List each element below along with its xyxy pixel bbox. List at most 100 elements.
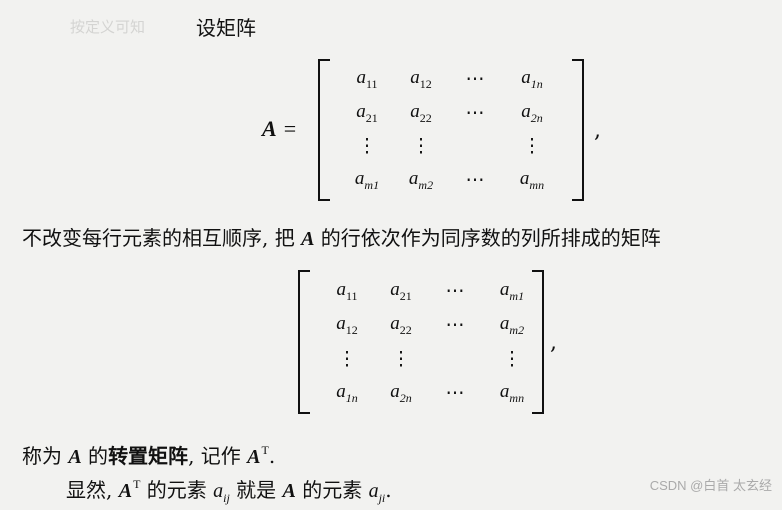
middle-sentence: 不改变每行元素的相互顺序, 把 A 的行依次作为同序数的列所排成的矩阵: [22, 226, 661, 251]
entry-base: a: [336, 380, 346, 402]
aji-sub: ji: [378, 491, 386, 505]
ellipsis: ⋯: [465, 169, 485, 191]
matrix-entry: a11: [356, 67, 377, 92]
matrix-entry: ⋮: [412, 135, 431, 158]
ellipsis: ⋯: [445, 280, 465, 302]
middle-sentence-part2: 的行依次作为同序数的列所排成的矩阵: [314, 226, 661, 250]
obvious-t-superscript: T: [133, 477, 141, 491]
obvious-a: A: [282, 480, 296, 502]
csdn-watermark: CSDN @白首 太玄经: [649, 478, 772, 493]
called-line: 称为 A 的转置矩阵, 记作 AT.: [22, 438, 275, 469]
left-bracket: [298, 270, 310, 414]
entry-base: a: [390, 278, 400, 300]
right-bracket: [532, 270, 544, 414]
entry-base: a: [519, 167, 530, 189]
matrix-entry: a12: [336, 313, 358, 338]
entry-base: a: [521, 100, 531, 122]
entry-subscript: 22: [419, 110, 432, 125]
entry-subscript: 2n: [399, 390, 412, 405]
matrix-entry: am1: [500, 279, 524, 304]
ellipsis: ⋯: [465, 102, 485, 124]
entry-base: a: [356, 100, 366, 122]
entry-subscript: 12: [345, 322, 358, 337]
entry-subscript: 2n: [530, 110, 543, 125]
matrix-a-name: A: [262, 116, 277, 141]
entry-subscript: m1: [364, 177, 380, 192]
called-part3: , 记作: [188, 444, 248, 468]
matrix-entry: a22: [410, 101, 432, 126]
matrix-entry: a2n: [390, 381, 412, 406]
obvious-line: 显然, AT 的元素 aij 就是 A 的元素 aji.: [66, 472, 392, 510]
matrix-entry: a21: [390, 279, 412, 304]
matrix-entry: ⋯: [466, 102, 485, 125]
equals-sign: =: [283, 116, 297, 141]
matrix-entry: a12: [410, 67, 432, 92]
aij-sub: ij: [223, 491, 230, 505]
entry-base: a: [390, 312, 400, 334]
middle-sentence-a: A: [301, 228, 315, 250]
matrix-entry: amn: [500, 381, 524, 406]
entry-base: a: [390, 380, 400, 402]
entry-subscript: 22: [399, 322, 412, 337]
matrix-entry: a22: [390, 313, 412, 338]
called-end: .: [268, 444, 276, 468]
matrix-at-comma: ,: [550, 330, 557, 355]
entry-subscript: 11: [365, 77, 378, 92]
matrix-entry: a1n: [336, 381, 358, 406]
matrix-entry: ⋮: [503, 348, 522, 371]
entry-subscript: m2: [418, 177, 434, 192]
called-a: A: [68, 446, 82, 468]
ellipsis: ⋮: [337, 348, 357, 370]
ellipsis: ⋮: [522, 136, 542, 158]
called-part1: 称为: [22, 444, 69, 468]
ellipsis: ⋯: [445, 382, 465, 404]
entry-subscript: mn: [509, 390, 525, 405]
entry-subscript: m2: [509, 322, 525, 337]
matrix-a-label: A =: [262, 116, 296, 142]
entry-subscript: 21: [365, 110, 378, 125]
matrix-entry: am2: [409, 168, 433, 193]
entry-subscript: m1: [509, 288, 525, 303]
middle-sentence-part1: 不改变每行元素的相互顺序, 把: [22, 226, 302, 250]
entry-subscript: mn: [529, 177, 545, 192]
entry-base: a: [354, 167, 365, 189]
ellipsis: ⋮: [411, 136, 431, 158]
entry-base: a: [499, 380, 510, 402]
obvious-part2: 的元素: [140, 478, 214, 502]
matrix-entry: a2n: [521, 101, 543, 126]
entry-subscript: 11: [345, 288, 358, 303]
obvious-part4: 的元素: [295, 478, 369, 502]
entry-base: a: [410, 67, 420, 89]
entry-base: a: [410, 100, 420, 122]
matrix-entry: a1n: [521, 67, 543, 92]
called-t-superscript: T: [261, 443, 269, 457]
entry-subscript: 21: [399, 288, 412, 303]
left-bracket: [318, 59, 330, 201]
entry-subscript: 1n: [530, 77, 543, 92]
transpose-term: 转置矩阵: [108, 444, 189, 468]
matrix-entry: ⋯: [466, 68, 485, 91]
ellipsis: ⋮: [391, 348, 411, 370]
obvious-at: A: [118, 480, 133, 502]
matrix-entry: ⋯: [446, 280, 465, 303]
entry-base: a: [336, 312, 346, 334]
ellipsis: ⋮: [357, 136, 377, 158]
ellipsis: ⋯: [465, 69, 485, 91]
matrix-entry: a21: [356, 101, 378, 126]
header-text: 设矩阵: [196, 16, 256, 40]
matrix-entry: ⋮: [523, 135, 542, 158]
matrix-entry: am2: [500, 313, 524, 338]
entry-base: a: [521, 67, 531, 89]
called-at: A: [247, 446, 261, 468]
faint-background-text: 按定义可知: [70, 19, 146, 36]
matrix-entry: am1: [355, 168, 379, 193]
matrix-entry: ⋮: [392, 348, 411, 371]
entry-subscript: 1n: [345, 390, 358, 405]
obvious-part1: 显然,: [66, 478, 119, 502]
obvious-part3: 就是: [229, 478, 283, 502]
matrix-entry: ⋯: [446, 382, 465, 405]
